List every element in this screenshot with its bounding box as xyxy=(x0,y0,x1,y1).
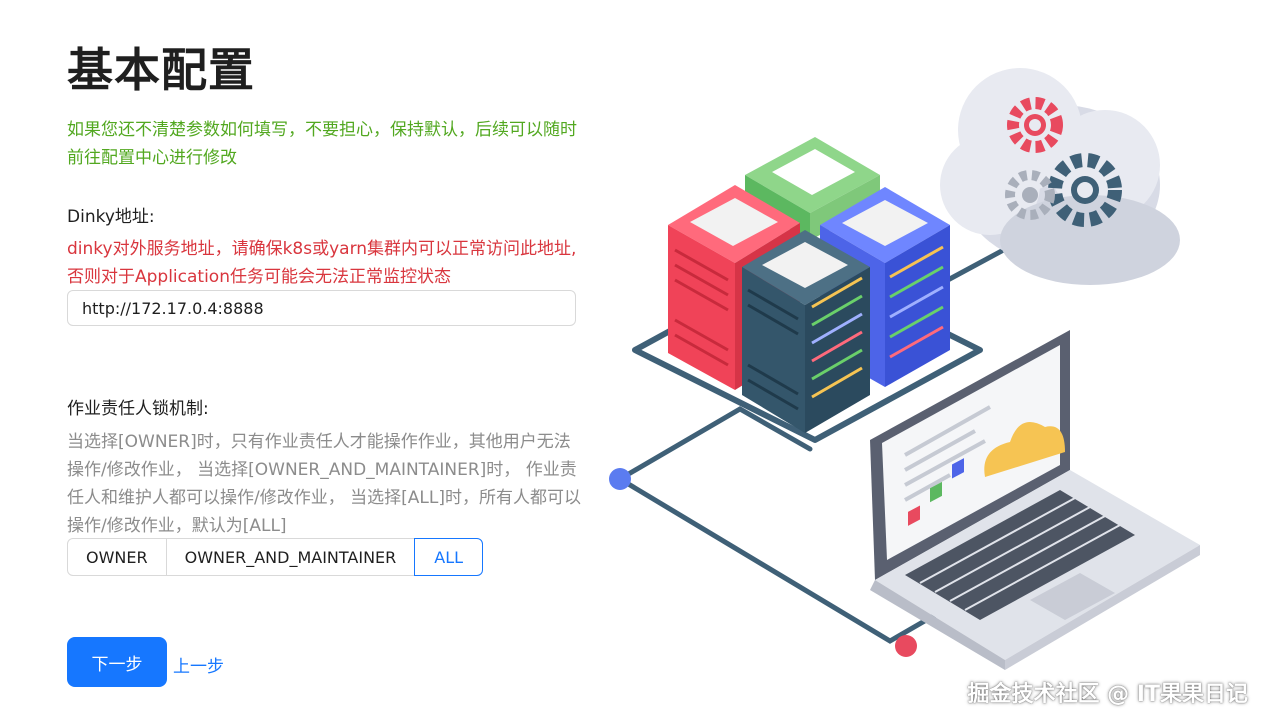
lock-mechanism-label: 作业责任人锁机制: xyxy=(67,399,209,419)
dinky-address-input[interactable] xyxy=(67,290,576,326)
config-hint: 如果您还不清楚参数如何填写，不要担心，保持默认，后续可以随时前往配置中心进行修改 xyxy=(67,120,577,168)
server-dark xyxy=(742,230,870,433)
dinky-address-warning: dinky对外服务地址，请确保k8s或yarn集群内可以正常访问此地址,否则对于… xyxy=(67,239,577,287)
connector-dot-blue xyxy=(609,468,631,490)
previous-step-link[interactable]: 上一步 xyxy=(173,657,224,677)
lock-mechanism-selector: OWNER OWNER_AND_MAINTAINER ALL xyxy=(67,538,484,576)
page-title: 基本配置 xyxy=(67,43,255,97)
laptop-icon xyxy=(870,330,1200,670)
gear-icon xyxy=(1005,97,1122,227)
option-owner[interactable]: OWNER xyxy=(67,538,167,576)
option-all[interactable]: ALL xyxy=(414,538,484,576)
option-owner-and-maintainer[interactable]: OWNER_AND_MAINTAINER xyxy=(165,538,416,576)
lock-mechanism-description: 当选择[OWNER]时，只有作业责任人才能操作作业，其他用户无法操作/修改作业，… xyxy=(67,432,581,536)
server-cloud-illustration xyxy=(609,68,1200,670)
next-step-button[interactable]: 下一步 xyxy=(67,637,167,687)
watermark: 掘金技术社区 @ IT果果日记 xyxy=(967,682,1248,707)
cloud-icon xyxy=(940,68,1180,285)
dinky-address-label: Dinky地址: xyxy=(67,207,155,227)
connector-dot-red xyxy=(895,635,917,657)
